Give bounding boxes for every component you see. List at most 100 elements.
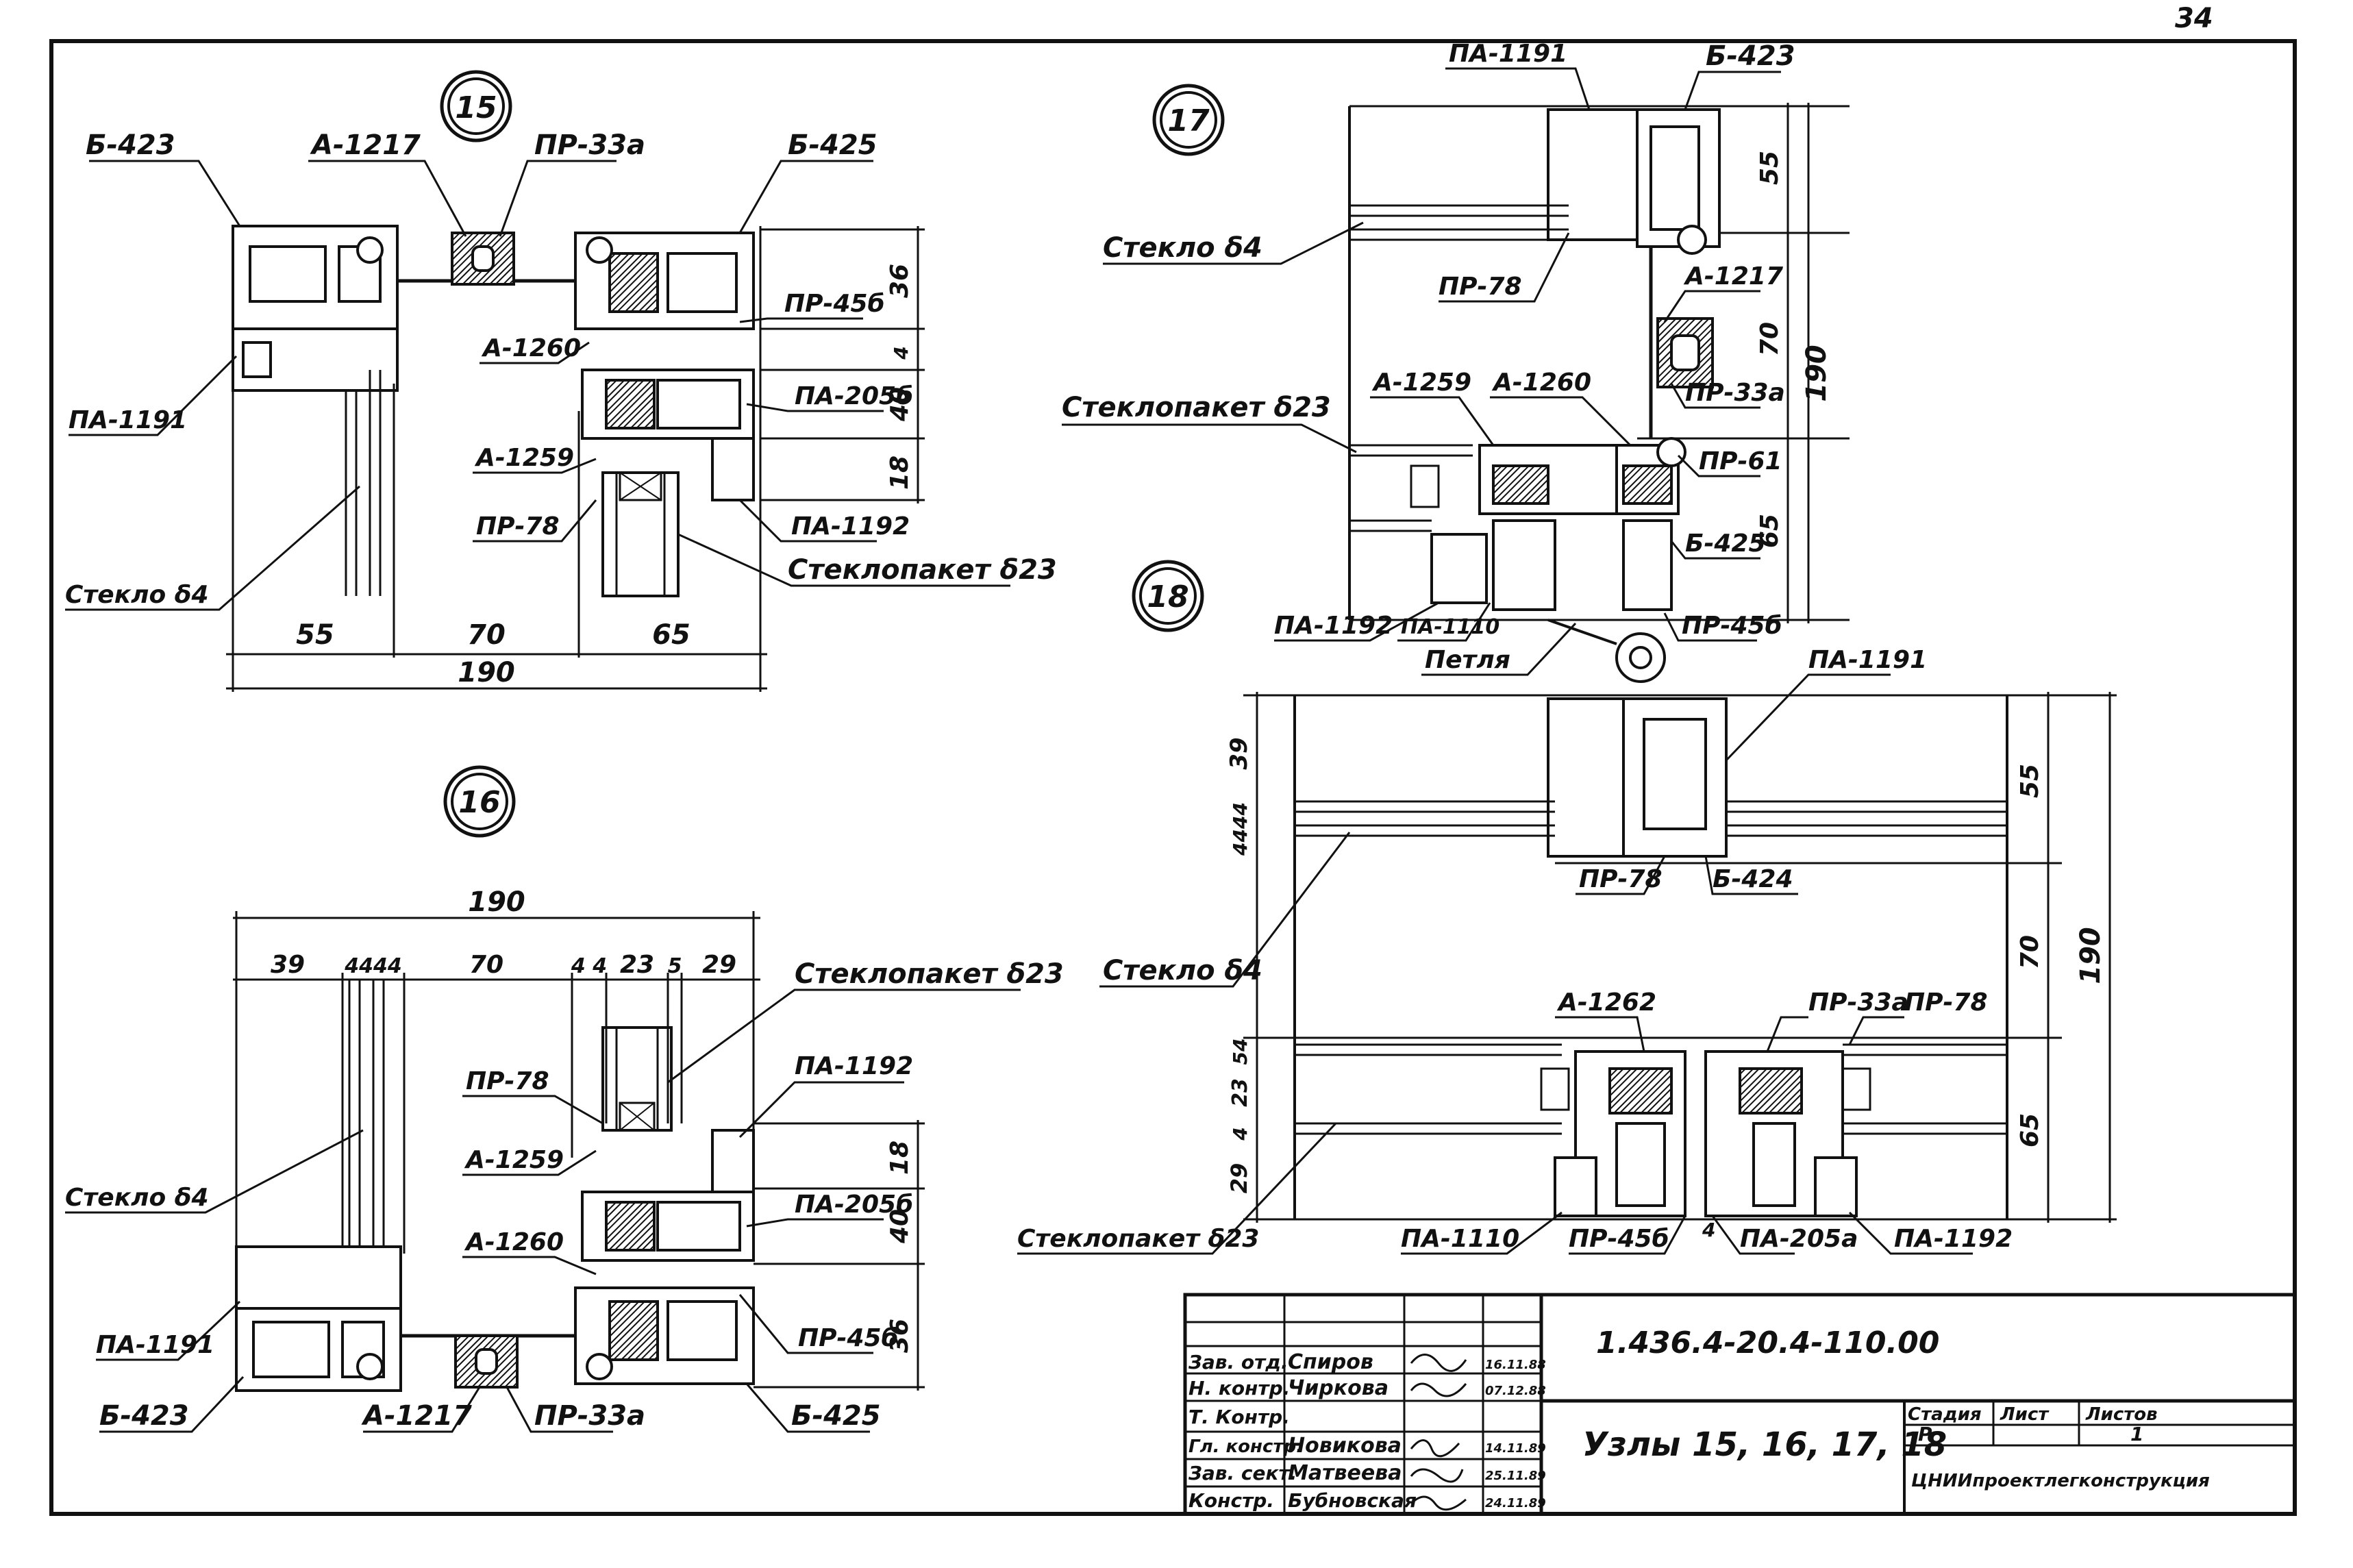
sheet-title: Узлы 15, 16, 17, 18	[1582, 1426, 1947, 1464]
n17-dim-70: 70	[1756, 322, 1784, 356]
n16-dim-190: 190	[468, 886, 525, 918]
n18-leader-steklo	[1099, 832, 1351, 988]
n17-chamber-2	[1492, 519, 1556, 611]
n16-seal-right	[608, 1300, 659, 1361]
n16-dim-5: 5	[668, 954, 682, 978]
n18-chamber-2	[1615, 1122, 1666, 1207]
node-16-number: 16	[458, 785, 500, 820]
n15-dim-40: 40	[886, 387, 914, 422]
node-17: 17 55 70 65 190	[1062, 40, 1850, 683]
n16-screw-2	[356, 1353, 384, 1380]
n18-leader-pa1110	[1401, 1211, 1563, 1255]
n18-leader-pa205a	[1711, 1215, 1795, 1255]
tb-row-0: Зав. отд. Спиров 16.11.88	[1188, 1350, 1546, 1374]
n18-label-b424: Б-424	[1713, 865, 1793, 893]
n15-label-a1260: А-1260	[481, 334, 581, 362]
tb-name-1: Чиркова	[1288, 1376, 1389, 1400]
n18-profile-pa1110	[1554, 1156, 1597, 1217]
tb-row-3: Гл. констр. Новикова 14.11.89	[1188, 1434, 1546, 1458]
tb-stage-header: Стадия	[1908, 1404, 1982, 1425]
n18-seal-left	[1608, 1067, 1673, 1115]
n17-label-a1260: А-1260	[1491, 369, 1591, 397]
n16-chamber-2	[667, 1300, 738, 1361]
tb-role-2: Т. Контр.	[1188, 1406, 1290, 1428]
tb-name-5: Бубновская	[1288, 1489, 1417, 1512]
n17-label-petlya: Петля	[1425, 646, 1510, 674]
n16-seal-core	[475, 1348, 498, 1375]
n17-hinge-inner	[1629, 646, 1652, 669]
sheet-frame	[49, 39, 2297, 1516]
n16-dim-70: 70	[469, 951, 503, 979]
tb-role-1: Н. контр.	[1188, 1377, 1290, 1399]
n17-leader-pr78	[1439, 232, 1570, 303]
node-18: 18 55 70 65 190 39 4444 54 23 4 29	[1017, 560, 2117, 1255]
n16-leader-b423	[99, 1376, 245, 1433]
tb-sheet-header: Лист	[2000, 1404, 2050, 1425]
n15-leader-a1217	[308, 160, 467, 237]
n16-screw	[586, 1353, 613, 1380]
node-18-number: 18	[1147, 580, 1188, 614]
n17-label-b425: Б-425	[1685, 530, 1766, 558]
n16-spacer	[619, 1102, 656, 1132]
n15-label-b423: Б-423	[86, 129, 175, 161]
n18-dim-29: 29	[1226, 1163, 1252, 1194]
node-17-circle-outer	[1152, 84, 1225, 156]
n18-leader-pr78b	[1848, 1016, 1904, 1045]
n18-label-steklopaket: Стеклопакет δ23	[1017, 1225, 1259, 1253]
n15-steklopaket	[601, 471, 680, 597]
n16-chamber-3	[252, 1321, 330, 1378]
n17-label-a1217: А-1217	[1683, 262, 1783, 290]
n15-dim-18: 18	[886, 456, 914, 490]
n15-label-pr78: ПР-78	[476, 512, 560, 540]
signature-3	[1410, 1439, 1460, 1458]
n15-seal-right	[608, 252, 659, 313]
n18-spacer-r	[1841, 1067, 1871, 1111]
n16-label-a1260: А-1260	[464, 1228, 564, 1256]
n18-leader-pr33a	[1766, 1016, 1808, 1052]
n15-leader-steklo	[65, 485, 360, 611]
n18-chamber-3	[1752, 1122, 1796, 1207]
n16-seal-mid	[605, 1201, 656, 1252]
n18-leader-pa1191	[1725, 673, 1891, 762]
n16-dim-36: 36	[886, 1319, 914, 1353]
n17-profile-b425	[1622, 519, 1673, 611]
tb-role-4: Зав. сект.	[1188, 1462, 1297, 1484]
node-16-circle-inner	[451, 773, 508, 830]
n16-leader-pa1192	[738, 1081, 904, 1138]
node-15: 15	[65, 70, 1057, 692]
node-16: 16 190 39 4444 70 4 4 23 5 29	[65, 765, 1064, 1433]
n16-label-a1217: А-1217	[361, 1400, 472, 1432]
n16-label-b425: Б-425	[791, 1400, 881, 1432]
n16-leader-pa205b	[746, 1218, 884, 1228]
n17-label-pr78: ПР-78	[1439, 273, 1522, 301]
n15-label-steklopaket: Стеклопакет δ23	[788, 554, 1057, 586]
n15-dim-55: 55	[296, 619, 334, 651]
n16-profile-pa1191	[235, 1245, 402, 1310]
n17-leader-b425	[1670, 540, 1760, 560]
n18-label-pr78: ПР-78	[1579, 865, 1663, 893]
n18-label-pa205a: ПА-205а	[1740, 1225, 1858, 1253]
n18-spacer-l	[1540, 1067, 1570, 1111]
n15-leader-pa1192	[738, 499, 877, 543]
n15-label-a1259: А-1259	[474, 444, 574, 472]
n17-label-pa1191: ПА-1191	[1449, 40, 1567, 68]
n16-dim-44: 4 4	[571, 954, 607, 978]
n18-label-pa1191: ПА-1191	[1808, 646, 1927, 674]
n17-dim-55: 55	[1756, 151, 1784, 185]
n18-label-a1262: А-1262	[1556, 988, 1656, 1017]
n16-dim-29: 29	[702, 951, 736, 979]
n17-leader-a1217	[1663, 290, 1760, 323]
n15-dim-36: 36	[886, 264, 914, 298]
n16-dim-18: 18	[886, 1141, 914, 1175]
tb-name-0: Спиров	[1288, 1350, 1373, 1374]
n18-label-pr33a: ПР-33а	[1808, 988, 1908, 1017]
n16-label-b423: Б-423	[99, 1400, 189, 1432]
n17-label-a1259: А-1259	[1371, 369, 1471, 397]
n16-label-pr78: ПР-78	[466, 1067, 549, 1095]
n18-dim-4: 4	[1229, 1127, 1252, 1141]
n15-seal-mid	[605, 379, 656, 430]
node-18-circle-outer	[1132, 560, 1204, 632]
n15-leader-pr78	[473, 499, 597, 543]
n18-dim-65: 65	[2016, 1113, 2044, 1147]
